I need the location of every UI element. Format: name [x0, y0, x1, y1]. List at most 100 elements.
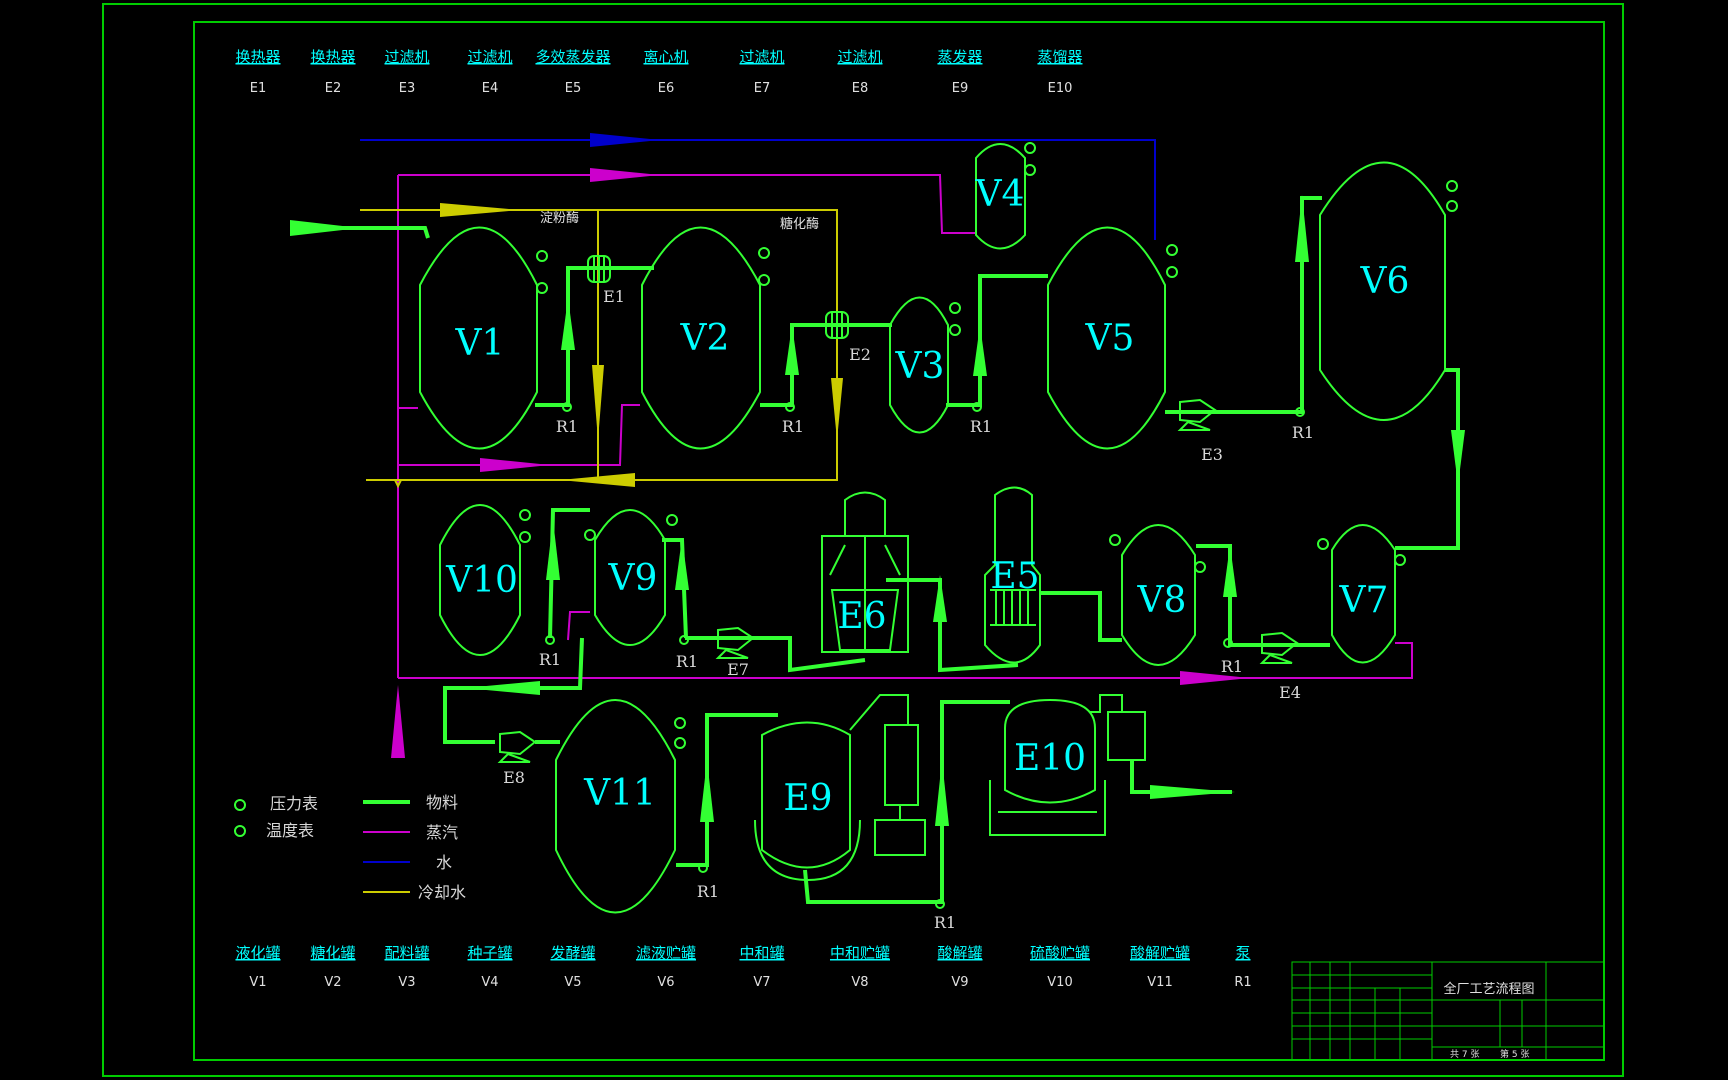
- equip-name-e2: 换热器: [310, 48, 355, 66]
- tag-r1: R1: [676, 652, 698, 671]
- vessel-v3: [889, 296, 949, 434]
- equip-name-e7: 过滤机: [739, 48, 784, 66]
- equip-code-e2: E2: [325, 81, 342, 96]
- steam-arrow-top: [590, 168, 660, 182]
- tag-e2: E2: [849, 345, 871, 364]
- filter-e4: [1259, 631, 1299, 664]
- tag-e7: E7: [727, 660, 749, 679]
- steam-arrow-bottom: [1180, 671, 1250, 685]
- arrow-v2-up: [785, 325, 799, 375]
- tag-e3: E3: [1201, 445, 1223, 464]
- e9-jacket: [754, 694, 909, 882]
- filter-e3: [1177, 398, 1217, 431]
- legend-cooling: 冷却水: [418, 883, 466, 902]
- equip-code-e1: E1: [250, 81, 267, 96]
- vessel-v11: [555, 699, 676, 914]
- steam-arrow-mid: [480, 458, 550, 472]
- title-block-title: 全厂工艺流程图: [1443, 981, 1534, 997]
- pump: [545, 635, 555, 645]
- gauge: [949, 302, 961, 314]
- line-v7-v8: [1196, 544, 1330, 647]
- equip-name-e8: 过滤机: [837, 48, 882, 66]
- equip-code-v3: V3: [398, 975, 415, 990]
- legend-temperature: 温度表: [266, 821, 314, 840]
- pumps: [545, 402, 1305, 909]
- gauge: [674, 737, 686, 749]
- pump: [1295, 407, 1305, 417]
- vessel-v2: [641, 226, 761, 450]
- vessel-labels: V1 V2 V3 V4 V5 V6 V7 V8 V9 V10 V11 E5 E6…: [445, 174, 1409, 819]
- vessel-e6: [821, 491, 909, 653]
- equip-name-v5: 发酵罐: [550, 944, 595, 962]
- tag-r1: R1: [1221, 657, 1243, 676]
- equip-code-v8: V8: [851, 975, 868, 990]
- gauge: [1166, 244, 1178, 256]
- steam-line-top: [398, 174, 975, 234]
- utility-lines: [360, 133, 1413, 758]
- arrow-e7-up: [675, 538, 689, 590]
- e5-tubes: [990, 589, 1036, 626]
- cooling-arrow-top: [440, 203, 520, 217]
- equip-code-e7: E7: [754, 81, 771, 96]
- equip-name-e1: 换热器: [235, 48, 280, 66]
- vessel-e9: [761, 721, 851, 869]
- hx-e1-core: [593, 256, 605, 282]
- gauge: [758, 274, 770, 286]
- arrow-output: [1150, 785, 1235, 799]
- vessel-v5: [1047, 226, 1166, 450]
- line-e5-e6: [886, 578, 1019, 673]
- equip-code-e10: E10: [1048, 81, 1073, 96]
- steam-line-bottom: [398, 642, 1413, 679]
- e10-frame: [989, 694, 1146, 836]
- tag-r1: R1: [970, 417, 992, 436]
- steam-branch-v9: [567, 611, 590, 641]
- inner-frame: [193, 21, 1605, 1061]
- arrow-e5-up: [933, 575, 947, 622]
- label-v3: V3: [895, 346, 945, 387]
- equip-name-v11: 酸解贮罐: [1130, 944, 1190, 962]
- vessel-v7: [1331, 524, 1396, 664]
- temperature-gauge-icon: [234, 825, 246, 837]
- equip-name-v7: 中和罐: [739, 944, 784, 962]
- equip-code-v6: V6: [657, 975, 674, 990]
- gauge: [758, 247, 770, 259]
- hx-e2-core: [831, 312, 843, 338]
- arrow-v3-up: [973, 325, 987, 376]
- cooling-arrow-e2: [831, 378, 843, 440]
- equip-name-v3: 配料罐: [384, 944, 429, 962]
- gauge: [1024, 142, 1036, 154]
- legend-water: 水: [436, 853, 452, 872]
- label-e9: E9: [783, 778, 832, 819]
- label-v10: V10: [445, 560, 518, 601]
- equip-name-r1: 泵: [1235, 944, 1250, 962]
- arrow-feed: [290, 220, 360, 236]
- equip-name-v2: 糖化罐: [310, 944, 355, 962]
- equip-code-e3: E3: [399, 81, 416, 96]
- equipment-symbols: [497, 255, 1299, 763]
- line-v2-v3: [760, 323, 892, 407]
- label-v11: V11: [583, 773, 656, 814]
- gauge: [519, 509, 531, 521]
- title-block-page: 第 5 张: [1500, 1048, 1529, 1060]
- label-v8: V8: [1137, 580, 1187, 621]
- equip-code-e5: E5: [565, 81, 582, 96]
- equip-code-e4: E4: [482, 81, 499, 96]
- equip-name-v8: 中和贮罐: [830, 944, 890, 962]
- tag-e1: E1: [603, 287, 625, 306]
- legend-material: 物料: [426, 793, 458, 812]
- legend: 压力表 温度表 物料 蒸汽 水 冷却水: [234, 793, 466, 902]
- label-v5: V5: [1085, 318, 1135, 359]
- line-e9-e10: [803, 700, 1010, 904]
- gauge: [536, 282, 548, 294]
- vessels: [419, 143, 1446, 914]
- pump: [1223, 638, 1233, 648]
- equip-name-e9: 蒸发器: [937, 48, 982, 66]
- label-v4: V4: [975, 174, 1025, 215]
- equip-name-e3: 过滤机: [384, 48, 429, 66]
- gauge: [1446, 180, 1458, 192]
- label-v1: V1: [455, 323, 505, 364]
- arrow-v5-up: [1295, 195, 1309, 262]
- cooling-arrow-bottom: [560, 473, 635, 487]
- filter-e8: [497, 730, 537, 763]
- pump: [562, 402, 572, 412]
